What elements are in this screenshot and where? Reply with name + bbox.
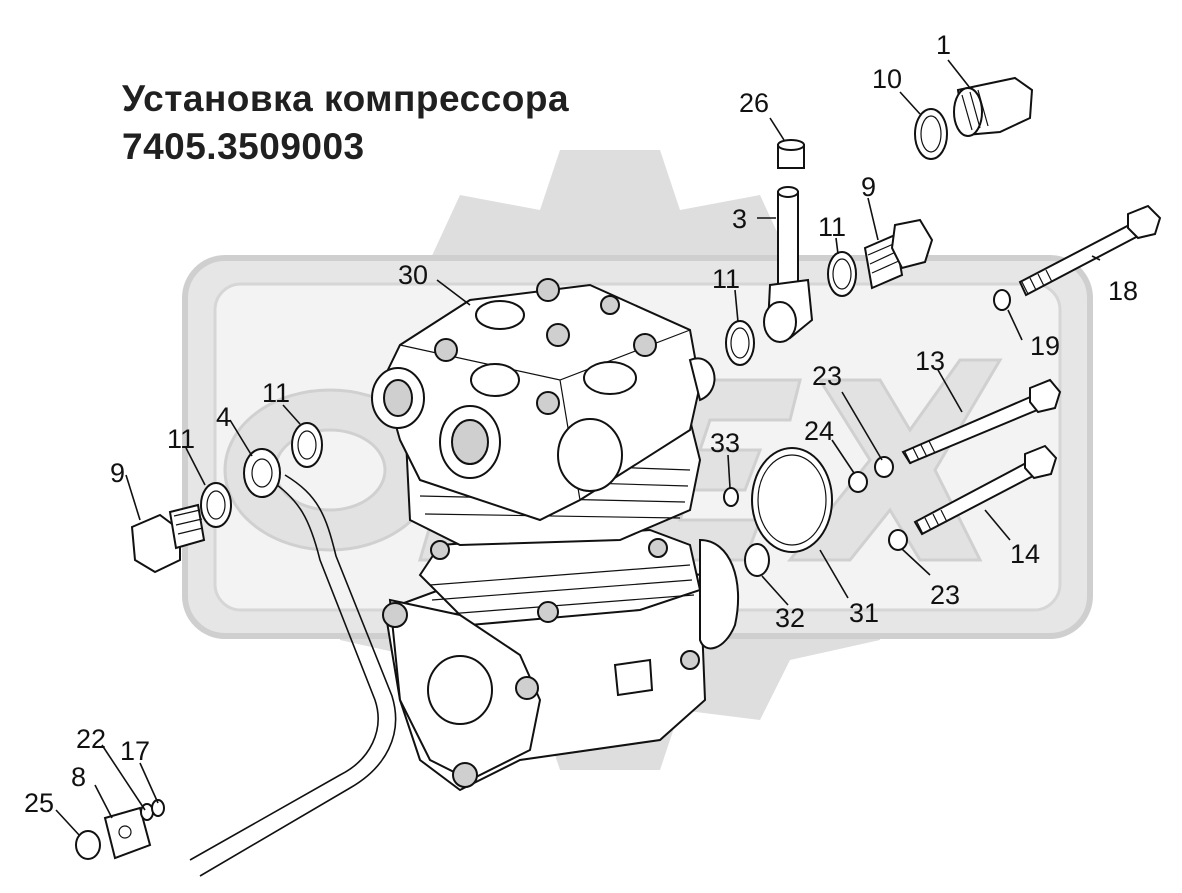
callout-23-lower: 23 bbox=[930, 580, 960, 610]
part-gasket-31 bbox=[751, 447, 833, 553]
compressor-body bbox=[371, 278, 740, 792]
callout-8: 8 bbox=[71, 762, 86, 792]
part-ring-32 bbox=[744, 543, 770, 577]
callout-17: 17 bbox=[120, 736, 150, 766]
callout-14: 14 bbox=[1010, 539, 1040, 569]
callout-11-left-upper: 11 bbox=[262, 378, 290, 408]
callout-19: 19 bbox=[1030, 331, 1060, 361]
pipe-eye bbox=[243, 448, 281, 498]
callout-18: 18 bbox=[1108, 276, 1138, 306]
callout-10: 10 bbox=[872, 64, 902, 94]
callout-9-upper: 9 bbox=[861, 172, 876, 202]
callout-31: 31 bbox=[849, 598, 879, 628]
callout-13: 13 bbox=[915, 346, 945, 376]
diagram-title: Установка компрессора bbox=[122, 78, 570, 119]
part-bolt-13 bbox=[901, 378, 1062, 465]
callout-labels: 1 10 26 3 9 11 11 30 18 19 13 23 24 33 1… bbox=[24, 30, 1138, 818]
part-bolt-18 bbox=[993, 204, 1162, 311]
callout-4: 4 bbox=[216, 402, 231, 432]
callout-11-left: 11 bbox=[167, 424, 195, 454]
part-cap-26 bbox=[777, 139, 805, 169]
callout-30: 30 bbox=[398, 260, 428, 290]
part-bolt-9-left bbox=[130, 482, 232, 574]
callout-22: 22 bbox=[76, 724, 106, 754]
callout-25: 25 bbox=[24, 788, 54, 818]
callout-3: 3 bbox=[732, 204, 747, 234]
callout-1: 1 bbox=[936, 30, 951, 60]
callout-32: 32 bbox=[775, 603, 805, 633]
assembly-number: 7405.3509003 bbox=[122, 126, 365, 167]
part-ring-33 bbox=[723, 487, 739, 507]
part-fitting-1 bbox=[914, 76, 1034, 160]
callout-11-upper: 11 bbox=[818, 212, 846, 242]
part-flange-8 bbox=[75, 799, 165, 860]
part-bolt-9-upper bbox=[827, 218, 934, 297]
callout-11-mid: 11 bbox=[712, 264, 740, 294]
callout-9-left: 9 bbox=[110, 458, 125, 488]
part-banjo-3 bbox=[763, 186, 814, 343]
part-bolt-14 bbox=[888, 444, 1058, 551]
callout-23-upper: 23 bbox=[812, 361, 842, 391]
leader-lines bbox=[55, 59, 1101, 837]
callout-24: 24 bbox=[804, 416, 834, 446]
callout-26: 26 bbox=[739, 88, 769, 118]
part-pipe-4 bbox=[189, 448, 397, 877]
callout-33: 33 bbox=[710, 428, 740, 458]
